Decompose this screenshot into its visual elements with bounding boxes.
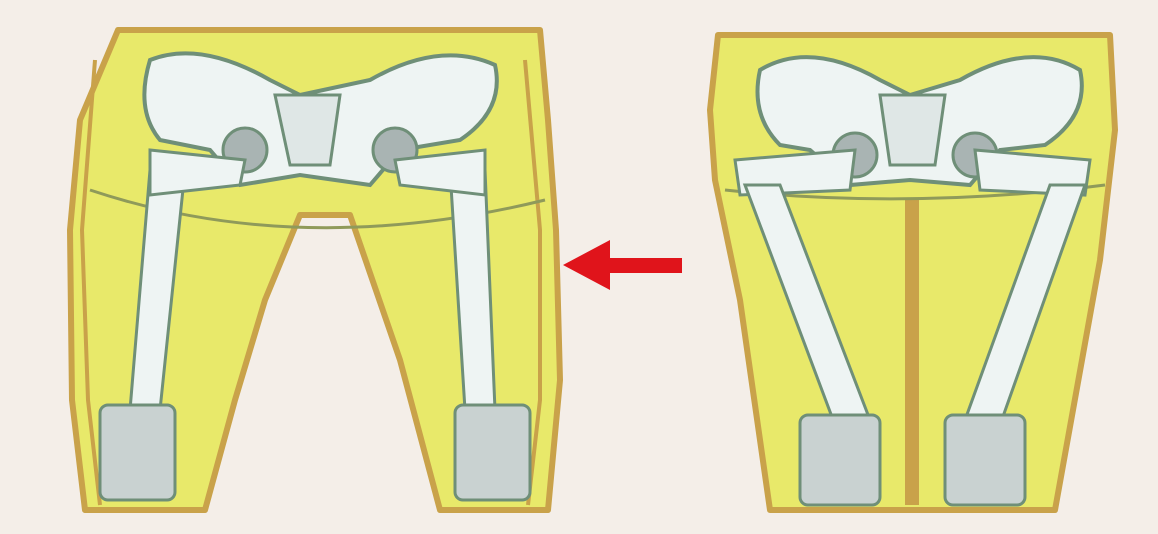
left-panel	[70, 30, 560, 510]
right-knee-right	[945, 415, 1025, 505]
right-sacrum	[880, 95, 945, 165]
right-panel	[710, 35, 1115, 510]
left-knee-right	[455, 405, 530, 500]
direction-arrow	[563, 240, 682, 290]
left-knee-left	[100, 405, 175, 500]
right-knee-left	[800, 415, 880, 505]
arrow-head	[563, 240, 610, 290]
